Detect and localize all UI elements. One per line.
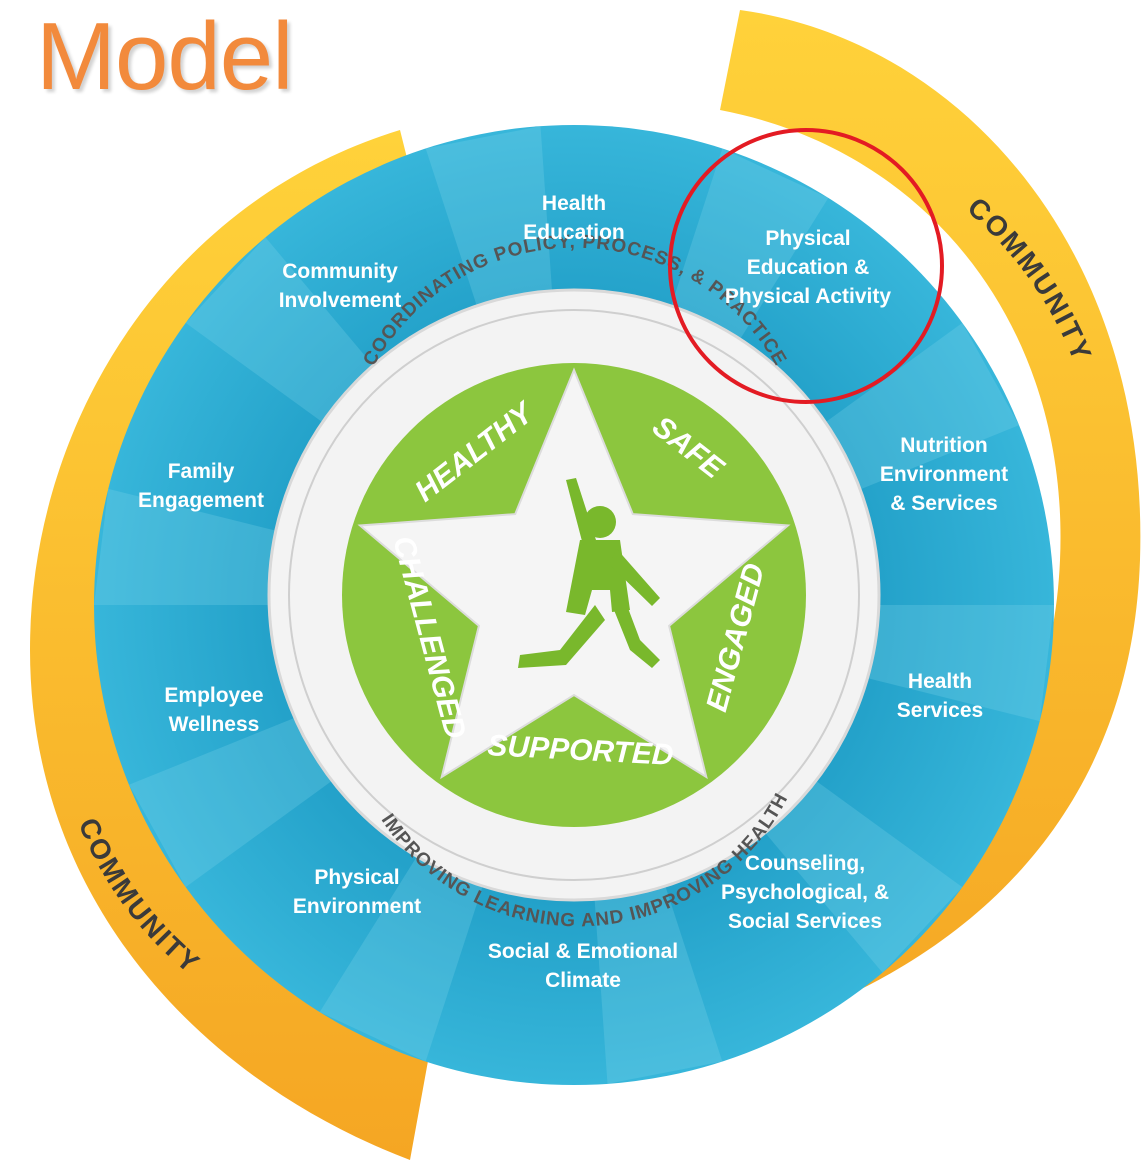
jumping-figure-icon — [518, 478, 660, 668]
community-arc-left — [30, 130, 430, 1160]
inner-ring-line — [288, 309, 860, 881]
highlight-circle — [668, 128, 944, 404]
page-title: Model — [36, 3, 293, 110]
segment-label: Counseling,Psychological, &Social Servic… — [721, 852, 889, 933]
community-arc-right — [640, 10, 1141, 1060]
